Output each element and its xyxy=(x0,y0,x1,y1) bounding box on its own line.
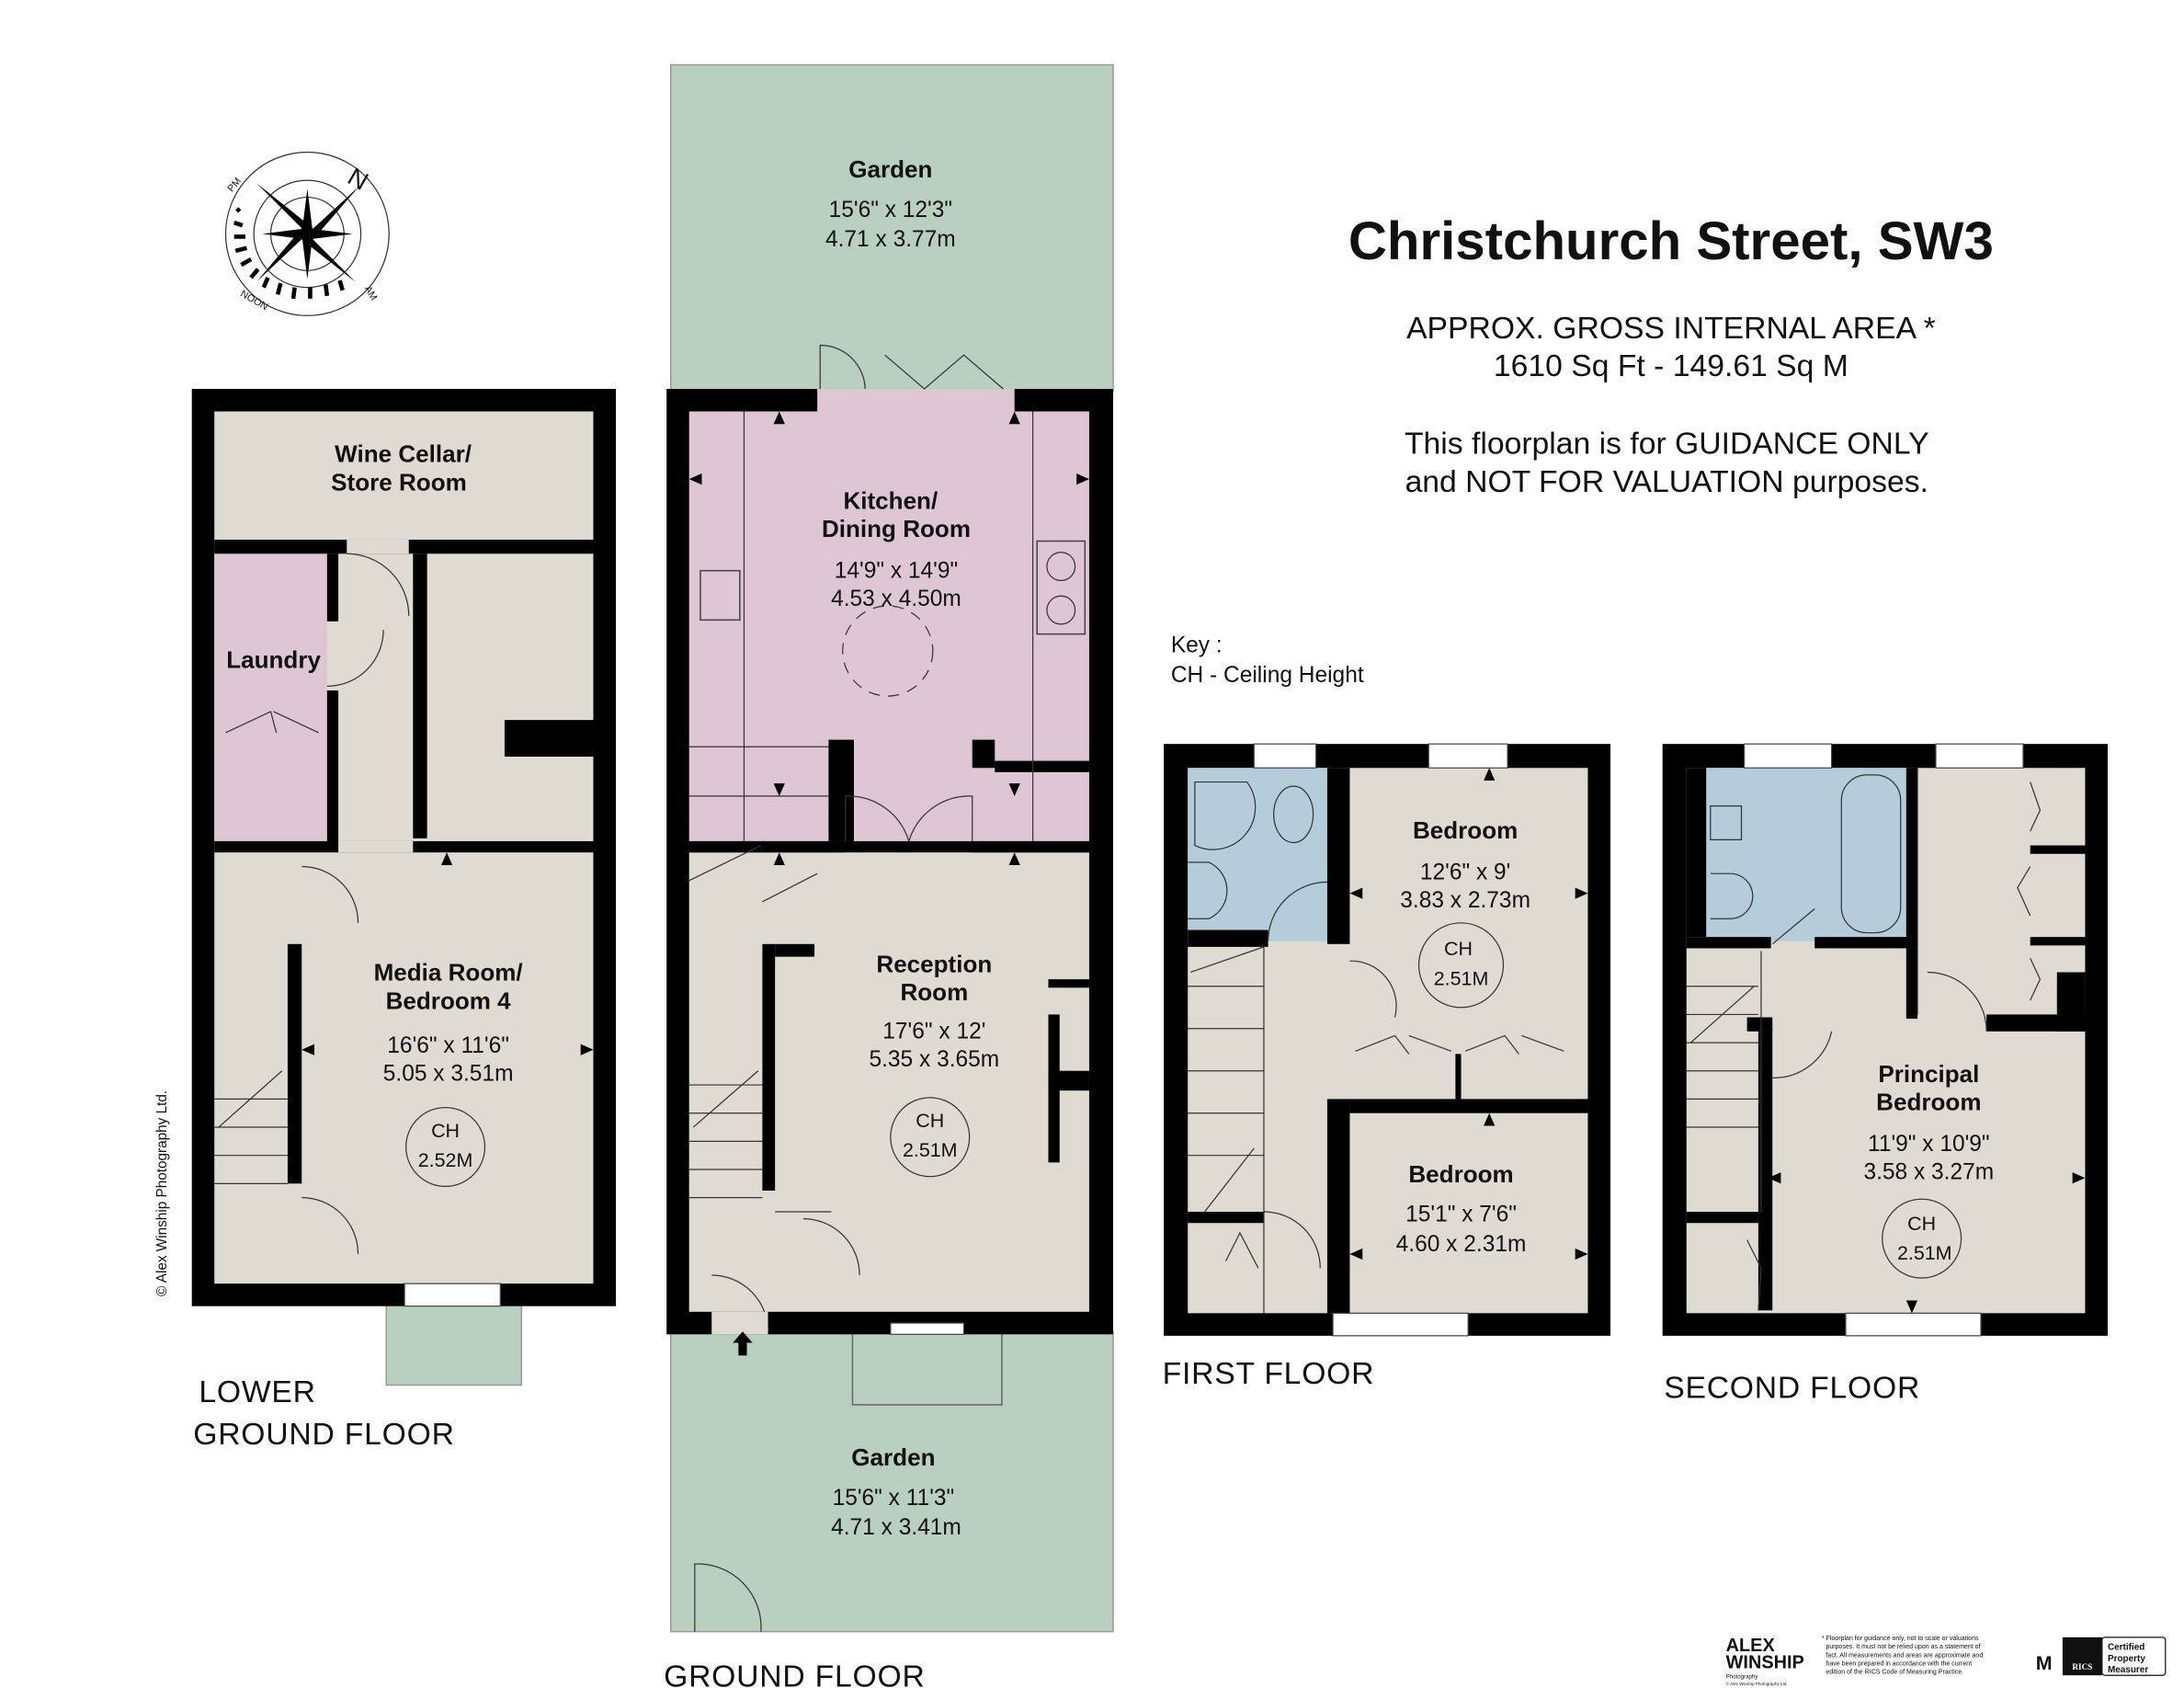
key-heading: Key : xyxy=(1171,633,1223,658)
ground-floor-plan xyxy=(666,63,1114,1633)
ceiling-height-value: 2.51M xyxy=(903,1139,958,1161)
room-name: Dining Room xyxy=(822,515,971,542)
room-name: Room xyxy=(900,978,968,1006)
room-name: Store Room xyxy=(331,468,467,496)
room-name: Principal xyxy=(1878,1060,1979,1088)
area-heading: APPROX. GROSS INTERNAL AREA * xyxy=(1406,311,1936,346)
svg-text:Property: Property xyxy=(2108,1654,2145,1664)
room-dimensions-imperial: 14'9" x 14'9" xyxy=(835,558,958,583)
am-label: AM xyxy=(362,284,379,302)
room-dimensions-imperial: 15'1" x 7'6" xyxy=(1405,1203,1517,1227)
room-dimensions-imperial: 12'6" x 9' xyxy=(1420,860,1510,884)
svg-text:have been prepared in accordan: have been prepared in accordance with th… xyxy=(1826,1660,1972,1667)
alex-winship-logo: ALEX WINSHIP Photography © Alex Winship … xyxy=(1726,1636,1804,1686)
room-name: Reception xyxy=(876,950,992,977)
room-name: Laundry xyxy=(226,645,321,673)
room-dimensions-imperial: 15'6" x 12'3" xyxy=(829,198,952,222)
floor-label: FIRST FLOOR xyxy=(1163,1356,1375,1391)
ceiling-height-label: CH xyxy=(431,1120,460,1142)
room-name: Wine Cellar/ xyxy=(335,440,472,468)
ceiling-height-label: CH xyxy=(1444,938,1473,960)
room-name: Kitchen/ xyxy=(843,486,938,514)
svg-text:edition of the RICS Code of Me: edition of the RICS Code of Measuring Pr… xyxy=(1826,1670,1963,1676)
disclaimer: * Floorplan for guidance only, not to sc… xyxy=(1822,1636,1983,1676)
room-name: Media Room/ xyxy=(374,959,523,987)
noon-label: NOON xyxy=(238,289,269,313)
room-dimensions-metric: 4.53 x 4.50m xyxy=(831,587,961,611)
svg-text:* Floorplan for guidance only,: * Floorplan for guidance only, not to sc… xyxy=(1822,1636,1979,1642)
room-dimensions-imperial: 11'9" x 10'9" xyxy=(1868,1132,1990,1157)
rics-certified-logo: RICS Certified Property Measurer xyxy=(2062,1637,2167,1676)
room-dimensions-metric: 5.05 x 3.51m xyxy=(383,1061,514,1086)
ceiling-height-value: 2.51M xyxy=(1897,1242,1952,1264)
room-dimensions-metric: 4.60 x 2.31m xyxy=(1396,1232,1527,1257)
svg-text:fact. All measurements and are: fact. All measurements and areas are app… xyxy=(1826,1652,1983,1659)
room-dimensions-imperial: 15'6" x 11'3" xyxy=(833,1486,955,1511)
room-dimensions-metric: 4.71 x 3.77m xyxy=(825,227,956,252)
ceiling-height-label: CH xyxy=(1907,1213,1936,1235)
room-name: Garden xyxy=(848,155,932,183)
floor-label: GROUND FLOOR xyxy=(193,1417,454,1452)
guidance-text: This floorplan is for GUIDANCE ONLY xyxy=(1405,426,1929,461)
room-name: Garden xyxy=(851,1443,935,1471)
key-entry: CH - Ceiling Height xyxy=(1171,663,1364,688)
svg-text:Certified: Certified xyxy=(2108,1643,2144,1653)
property-title: Christchurch Street, SW3 xyxy=(1348,211,1994,271)
svg-text:Measurer: Measurer xyxy=(2108,1665,2148,1675)
room-dimensions-metric: 3.58 x 3.27m xyxy=(1863,1160,1994,1185)
ceiling-height-label: CH xyxy=(916,1110,944,1132)
area-value: 1610 Sq Ft - 149.61 Sq M xyxy=(1494,348,1848,383)
first-floor-plan xyxy=(1164,743,1610,1337)
svg-text:© Alex Winship Photography Ltd: © Alex Winship Photography Ltd. xyxy=(1726,1681,1788,1686)
copyright-text: © Alex Winship Photography Ltd. xyxy=(154,1090,170,1296)
room-name: Bedroom xyxy=(1413,816,1518,844)
room-dimensions-metric: 3.83 x 2.73m xyxy=(1400,888,1530,913)
svg-text:Photography: Photography xyxy=(1726,1673,1759,1680)
svg-text:ALEX: ALEX xyxy=(1726,1636,1776,1656)
second-floor-plan xyxy=(1662,743,2108,1337)
floor-label: SECOND FLOOR xyxy=(1664,1370,1920,1405)
room-dimensions-metric: 4.71 x 3.41m xyxy=(831,1515,961,1540)
compass-rose-icon: N PM AM NOON xyxy=(224,151,390,316)
ceiling-height-value: 2.52M xyxy=(418,1149,473,1171)
svg-text:purposes. It must not be relie: purposes. It must not be relied upon as … xyxy=(1826,1644,1980,1650)
room-dimensions-metric: 5.35 x 3.65m xyxy=(869,1047,999,1072)
room-dimensions-imperial: 16'6" x 11'6" xyxy=(387,1033,509,1058)
lower-ground-floor-plan xyxy=(191,388,616,1386)
ne-logo: M xyxy=(2036,1652,2053,1674)
guidance-text: and NOT FOR VALUATION purposes. xyxy=(1405,464,1928,499)
north-label: N xyxy=(343,162,373,196)
svg-text:RICS: RICS xyxy=(2072,1662,2092,1671)
room-name: Bedroom 4 xyxy=(386,987,512,1014)
svg-text:WINSHIP: WINSHIP xyxy=(1726,1653,1804,1673)
floor-label: LOWER xyxy=(199,1374,315,1409)
ceiling-height-value: 2.51M xyxy=(1434,967,1489,989)
floor-label: GROUND FLOOR xyxy=(664,1659,925,1688)
room-name: Bedroom xyxy=(1408,1160,1513,1188)
room-name: Bedroom xyxy=(1876,1089,1981,1116)
room-dimensions-imperial: 17'6" x 12' xyxy=(882,1019,985,1044)
pm-label: PM xyxy=(225,176,244,194)
